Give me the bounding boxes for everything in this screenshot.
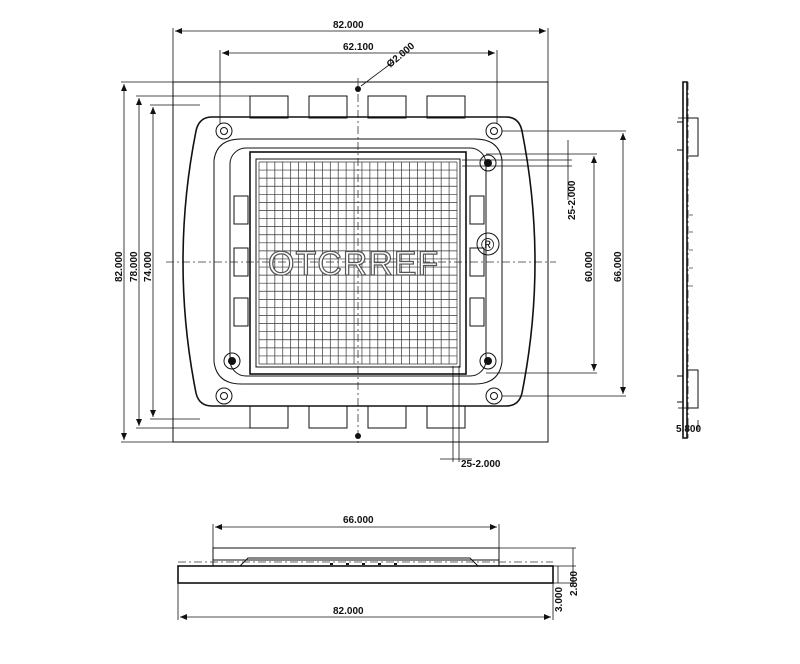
dim-height-60: 60.000	[584, 251, 595, 282]
dim-base-height: 3.000	[554, 587, 565, 612]
left-pads	[233, 195, 249, 327]
inner-frame-2	[229, 147, 487, 377]
front-body-top	[212, 547, 500, 561]
die-area-outer	[249, 151, 467, 375]
front-view: 66.000 3.000 2.800 82.000	[177, 515, 580, 620]
dim-height-74: 74.000	[143, 251, 154, 282]
dim-height-66: 66.000	[613, 251, 624, 282]
front-substrate	[177, 565, 554, 584]
bottom-tab-row	[249, 405, 466, 429]
dim-thickness: 5.800	[676, 424, 701, 435]
dim-width-inner: 62.100	[343, 42, 374, 53]
hole-leader	[360, 61, 394, 87]
dim-height-78: 78.000	[129, 251, 140, 282]
dim-width-top: 66.000	[343, 515, 374, 526]
dim-pad-pitch-right: 25-2.000	[567, 180, 578, 220]
top-view: OTCRREF ® 82.000 62.100 Ø2.000 82.000 78…	[114, 20, 626, 470]
side-lower-body	[687, 369, 699, 409]
die-area-inner	[255, 158, 461, 368]
watermark: OTCRREF	[268, 245, 439, 283]
side-die-marks	[689, 214, 693, 287]
side-upper-body	[687, 117, 699, 157]
right-pads	[469, 195, 485, 327]
mounting-holes	[215, 86, 503, 439]
module-body-outline	[182, 116, 536, 407]
dim-hole-diameter: Ø2.000	[385, 41, 418, 71]
dim-width-outer: 82.000	[333, 20, 364, 31]
dim-height-outer: 82.000	[114, 251, 125, 282]
dim-total-height: 2.800	[569, 571, 580, 596]
dim-width-bottom: 82.000	[333, 606, 364, 617]
front-dots	[330, 563, 397, 565]
side-view: 5.800	[676, 81, 701, 439]
chip-grid	[258, 161, 458, 365]
registered-glyph: ®	[481, 235, 494, 255]
registered-mark	[476, 232, 500, 256]
dim-pad-pitch-bottom: 25-2.000	[461, 459, 501, 470]
side-pin-marks	[677, 121, 683, 403]
side-substrate	[682, 81, 688, 439]
top-tab-row	[249, 95, 466, 119]
inner-frame	[213, 138, 503, 385]
